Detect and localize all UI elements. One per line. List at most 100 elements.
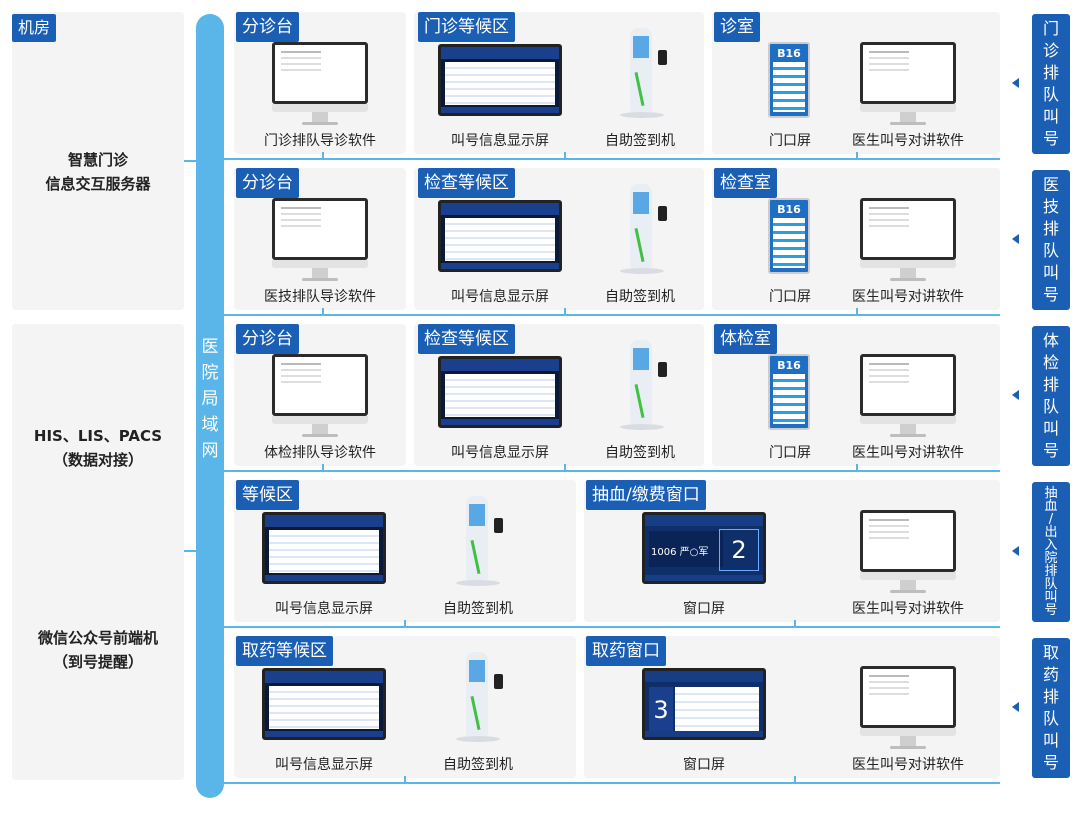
wechat-label-line2: （到号提醒） xyxy=(52,653,143,671)
panel-tag: 等候区 xyxy=(236,480,299,510)
label-char: 院 xyxy=(1044,551,1058,566)
label-char: 体 xyxy=(1042,331,1059,350)
door-screen-tablet: B16 xyxy=(768,354,810,430)
server-label-line2: 信息交互服务器 xyxy=(45,175,151,193)
label-char: 队 xyxy=(1042,397,1059,416)
label-char: 叫 xyxy=(1042,263,1059,282)
door-room-number: B16 xyxy=(777,359,801,372)
monitor-device xyxy=(860,510,956,594)
label-char: 号 xyxy=(1042,129,1059,148)
queue-display-screen xyxy=(262,512,386,584)
label-char: 入 xyxy=(1044,538,1058,553)
drop-line xyxy=(322,152,324,160)
panel-tag: 体检室 xyxy=(714,324,777,354)
lan-char: 域 xyxy=(201,415,219,435)
panel-tag: 取药窗口 xyxy=(586,636,666,666)
wechat-label-line1: 微信公众号前端机 xyxy=(37,629,158,647)
drop-line xyxy=(564,152,566,160)
label-char: 门 xyxy=(1042,19,1059,38)
label-char: 血 xyxy=(1044,499,1058,514)
drop-line xyxy=(856,152,858,160)
drop-line xyxy=(564,308,566,316)
label-char: 抽 xyxy=(1044,486,1058,501)
self-checkin-kiosk xyxy=(452,652,512,744)
self-checkin-kiosk xyxy=(452,496,512,588)
label-char: 诊 xyxy=(1042,41,1059,60)
device-caption: 叫号信息显示屏 xyxy=(275,601,373,617)
panel-tag: 检查室 xyxy=(714,168,777,198)
monitor-device xyxy=(860,354,956,438)
label-char: 排 xyxy=(1042,687,1059,706)
connector-his xyxy=(184,550,198,552)
door-room-number: B16 xyxy=(777,47,801,60)
label-char: 出 xyxy=(1044,525,1058,540)
arrow-left-icon xyxy=(1012,390,1019,400)
drop-line xyxy=(322,464,324,472)
panel-tag: 检查等候区 xyxy=(418,324,515,354)
monitor-device xyxy=(272,198,368,282)
right-label-checkup: 体检排队叫号 xyxy=(1032,326,1070,466)
label-char: 队 xyxy=(1042,709,1059,728)
label-char: 队 xyxy=(1042,241,1059,260)
device-caption: 医生叫号对讲软件 xyxy=(852,133,964,149)
arrow-left-icon xyxy=(1012,234,1019,244)
his-label-line2: （数据对接） xyxy=(52,451,143,469)
label-char: 叫 xyxy=(1042,107,1059,126)
drop-line xyxy=(322,308,324,316)
network-line-row1 xyxy=(224,158,1000,160)
device-caption: 门诊排队导诊软件 xyxy=(264,133,376,149)
device-caption: 门口屏 xyxy=(769,445,811,461)
device-caption: 叫号信息显示屏 xyxy=(275,757,373,773)
left-panel-top xyxy=(12,12,184,310)
server-label-line1: 智慧门诊 xyxy=(67,151,128,169)
left-panel-bottom xyxy=(12,324,184,780)
device-caption: 门口屏 xyxy=(769,289,811,305)
window-counter-text: 1006 严○军 xyxy=(651,547,709,558)
device-caption: 门口屏 xyxy=(769,133,811,149)
device-caption: 医生叫号对讲软件 xyxy=(852,757,964,773)
window-screen: 1006 严○军 2 xyxy=(642,512,766,584)
panel-tag: 分诊台 xyxy=(236,324,299,354)
network-line-row3 xyxy=(224,470,1000,472)
label-char: 取 xyxy=(1042,643,1059,662)
device-caption: 叫号信息显示屏 xyxy=(451,133,549,149)
device-caption: 叫号信息显示屏 xyxy=(451,445,549,461)
lan-char: 院 xyxy=(201,363,219,383)
self-checkin-kiosk xyxy=(616,184,676,276)
arrow-left-icon xyxy=(1012,702,1019,712)
self-checkin-kiosk xyxy=(616,28,676,120)
label-char: 药 xyxy=(1042,665,1059,684)
queue-display-screen xyxy=(438,44,562,116)
device-caption: 体检排队导诊软件 xyxy=(264,445,376,461)
queue-display-screen xyxy=(438,356,562,428)
device-caption: 自助签到机 xyxy=(605,133,675,149)
queue-display-screen xyxy=(262,668,386,740)
machine-room-tag: 机房 xyxy=(12,14,57,42)
connector-server xyxy=(184,160,198,162)
drop-line xyxy=(794,620,796,628)
network-line-row2 xyxy=(224,314,1000,316)
arrow-left-icon xyxy=(1012,78,1019,88)
window-number: 2 xyxy=(719,529,759,571)
device-caption: 自助签到机 xyxy=(443,757,513,773)
monitor-device xyxy=(272,42,368,126)
label-char: 排 xyxy=(1044,564,1058,579)
panel-tag: 分诊台 xyxy=(236,168,299,198)
door-screen-tablet: B16 xyxy=(768,42,810,118)
pharmacy-number: 3 xyxy=(649,687,673,733)
device-caption: 窗口屏 xyxy=(683,757,725,773)
his-label-line1: HIS、LIS、PACS xyxy=(33,427,163,445)
device-caption: 自助签到机 xyxy=(605,445,675,461)
hospital-lan-bar xyxy=(196,14,224,798)
hospital-lan-label: 医 院 局 域 网 xyxy=(196,334,224,464)
label-char: 排 xyxy=(1042,63,1059,82)
device-caption: 自助签到机 xyxy=(605,289,675,305)
panel-tag: 检查等候区 xyxy=(418,168,515,198)
lan-char: 网 xyxy=(201,441,219,461)
panel-tag: 抽血/缴费窗口 xyxy=(586,480,706,510)
device-caption: 医技排队导诊软件 xyxy=(264,289,376,305)
wechat-label: 微信公众号前端机 （到号提醒） xyxy=(14,626,182,674)
label-char: 队 xyxy=(1044,577,1058,592)
panel-tag: 诊室 xyxy=(714,12,760,42)
server-label: 智慧门诊 信息交互服务器 xyxy=(14,148,182,196)
